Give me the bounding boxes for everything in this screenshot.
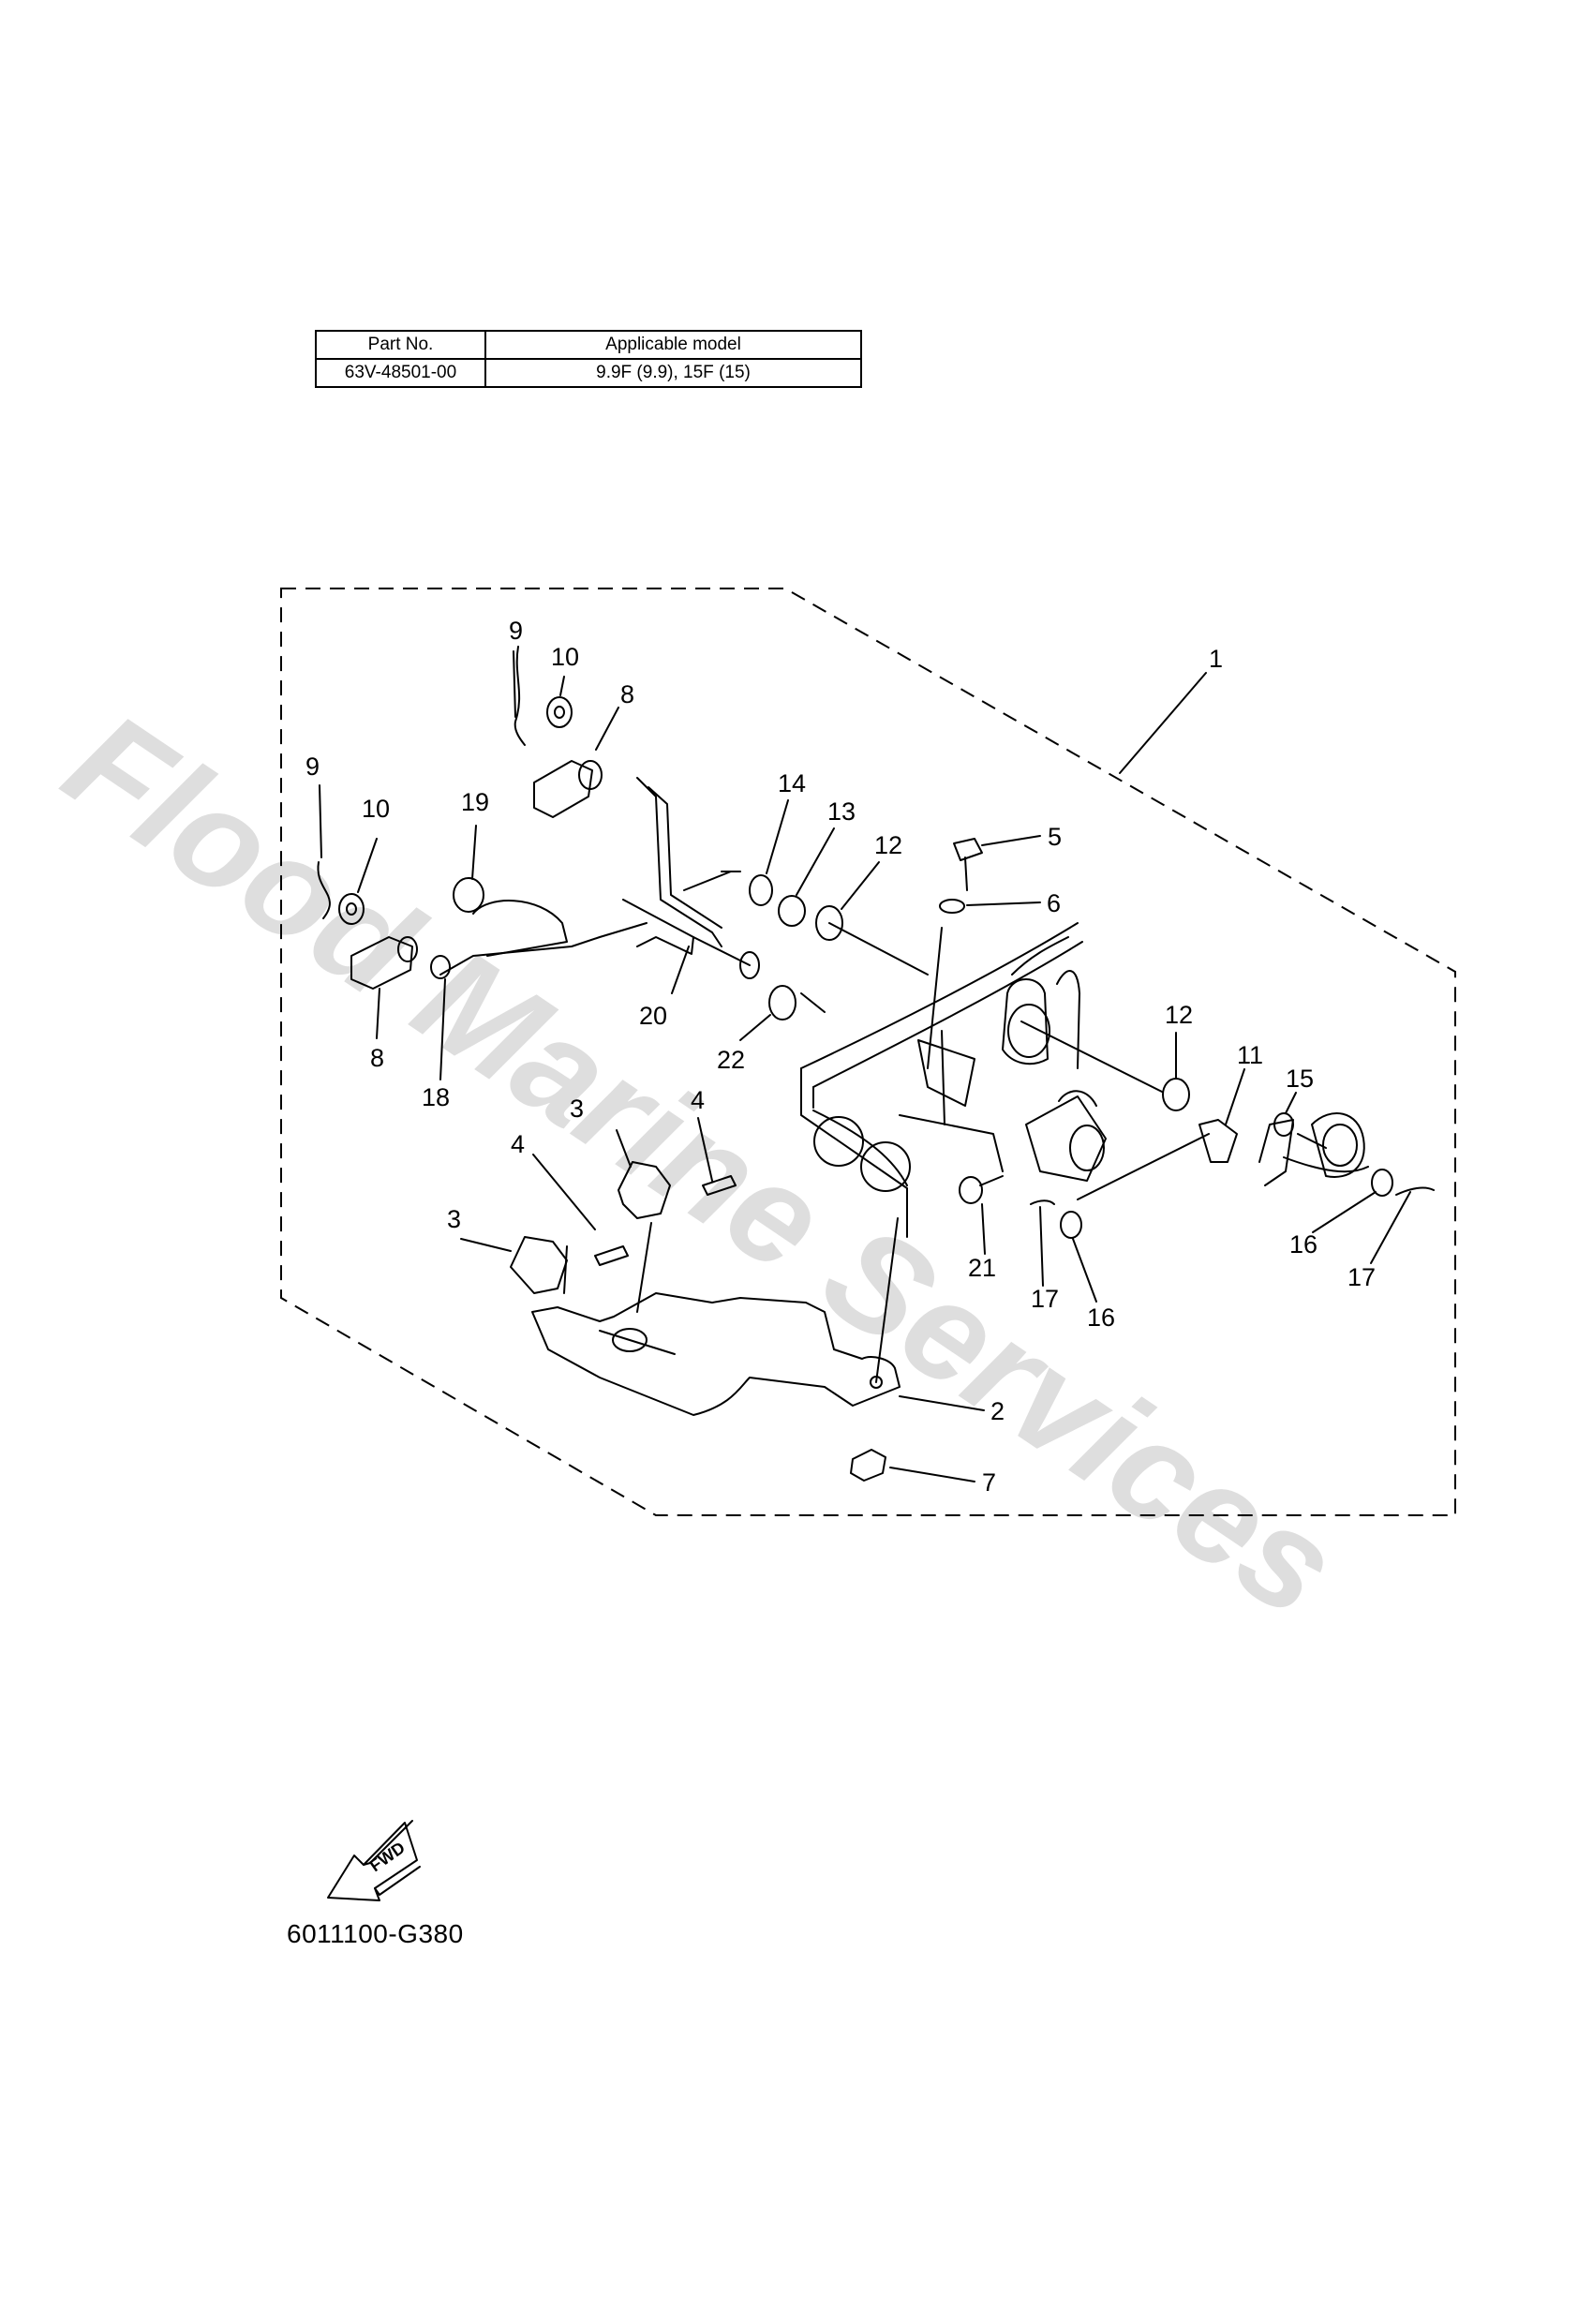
header-applicable-model: Applicable model xyxy=(484,330,862,360)
mounting-bracket xyxy=(531,1292,901,1416)
callout-16: 16 xyxy=(1087,1304,1115,1332)
callout-18: 18 xyxy=(422,1083,450,1111)
table-header-row: Part No. Applicable model xyxy=(315,330,862,360)
callout-8: 8 xyxy=(620,680,634,708)
callout-9: 9 xyxy=(305,752,320,781)
callout-4: 4 xyxy=(691,1086,705,1114)
callout-21: 21 xyxy=(968,1254,996,1282)
applicability-table: Part No. Applicable model 63V-48501-00 9… xyxy=(315,330,862,388)
callout-8: 8 xyxy=(370,1044,384,1072)
leader-lines xyxy=(319,650,1411,1482)
callout-4: 4 xyxy=(511,1130,525,1158)
callout-3: 3 xyxy=(570,1095,584,1123)
small-parts xyxy=(317,646,1435,1482)
callout-16: 16 xyxy=(1289,1230,1317,1259)
callout-15: 15 xyxy=(1286,1065,1314,1093)
callout-labels: 1 2 3 3 4 4 5 6 7 8 8 9 9 10 10 11 12 12… xyxy=(305,617,1376,1497)
callout-17: 17 xyxy=(1347,1263,1376,1291)
callout-22: 22 xyxy=(717,1046,745,1074)
callout-9: 9 xyxy=(509,617,523,645)
callout-12: 12 xyxy=(1165,1001,1193,1029)
watermark-text: Flood Marine Services xyxy=(39,681,1364,1646)
callout-17: 17 xyxy=(1031,1285,1059,1313)
linkage-rods xyxy=(439,777,1369,1200)
engine-block-outline xyxy=(800,922,1083,1238)
callout-10: 10 xyxy=(551,643,579,671)
fwd-arrow-icon xyxy=(327,1820,421,1901)
table-row: 63V-48501-00 9.9F (9.9), 15F (15) xyxy=(315,358,862,388)
callout-3: 3 xyxy=(447,1205,461,1233)
callout-5: 5 xyxy=(1048,823,1062,851)
callout-20: 20 xyxy=(639,1002,667,1030)
header-part-no: Part No. xyxy=(315,330,486,360)
drawing-code: 6011100-G380 xyxy=(287,1919,464,1948)
callout-7: 7 xyxy=(982,1468,996,1497)
callout-6: 6 xyxy=(1047,889,1061,917)
assembly-boundary xyxy=(280,588,1456,1516)
callout-11: 11 xyxy=(1237,1041,1263,1069)
callout-12: 12 xyxy=(874,831,902,859)
callout-1: 1 xyxy=(1209,645,1223,673)
callout-2: 2 xyxy=(990,1397,1005,1425)
carburetor-body xyxy=(899,970,1365,1182)
cell-part-number: 63V-48501-00 xyxy=(315,358,486,388)
callout-14: 14 xyxy=(778,769,806,797)
cell-applicable-model: 9.9F (9.9), 15F (15) xyxy=(484,358,862,388)
callout-10: 10 xyxy=(362,795,390,823)
callout-13: 13 xyxy=(827,797,856,826)
callout-19: 19 xyxy=(461,788,489,816)
